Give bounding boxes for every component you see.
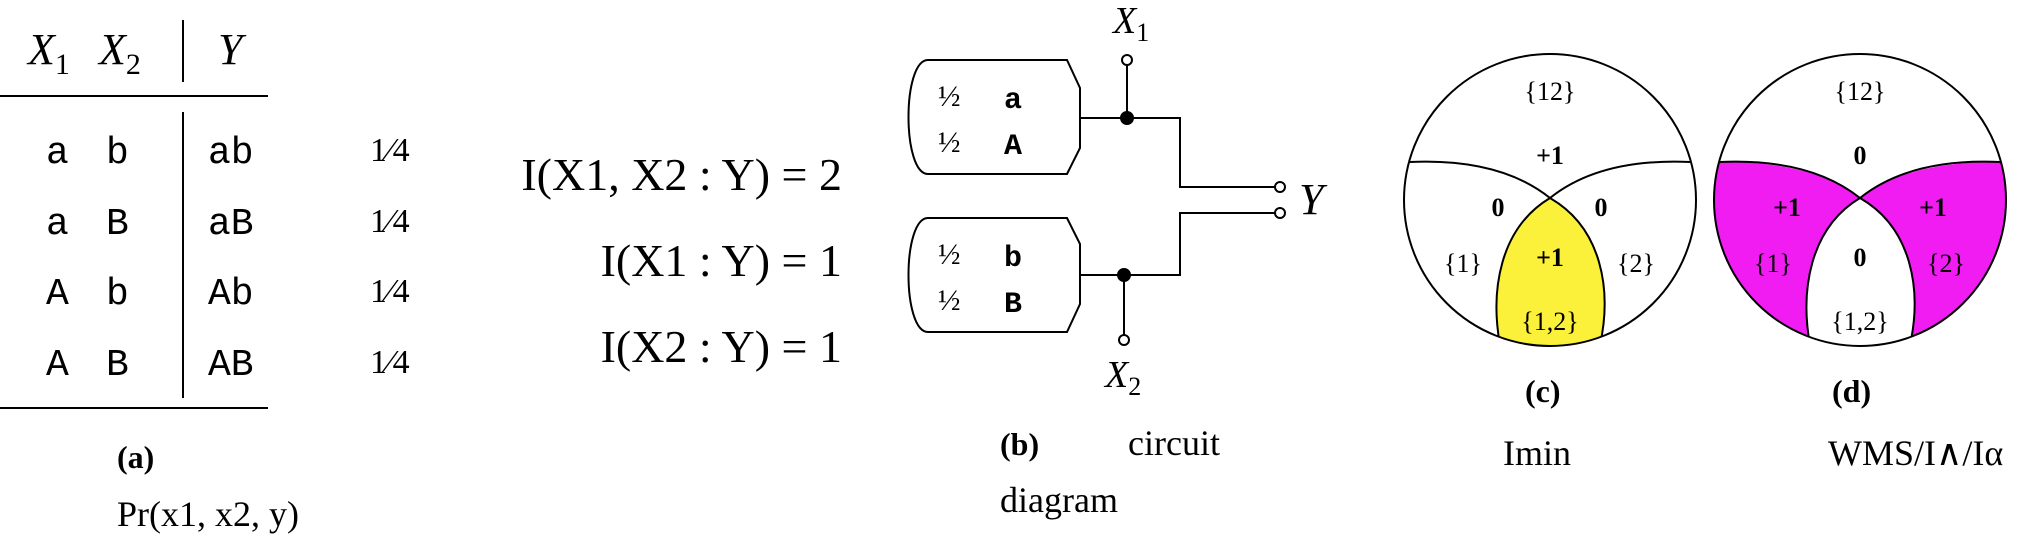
cell-probability: 1⁄4 xyxy=(370,273,410,310)
region-bottom-value: 0 xyxy=(1854,243,1867,272)
table-row: A B AB 1⁄4 xyxy=(46,344,410,387)
region-left-value: +1 xyxy=(1773,193,1801,222)
region-bottom-label: {1,2} xyxy=(1521,307,1578,336)
circuit-labels: ½ a ½ A ½ b ½ B X1 X2 Y (b) circuit diag… xyxy=(938,0,1328,520)
region-right-value: 0 xyxy=(1595,193,1608,222)
region-left-label: {1} xyxy=(1444,249,1482,278)
caption-d-text: WMS/I∧/Iα xyxy=(1828,433,2003,473)
diagram-wms: {12} 0 +1 +1 {1} {2} 0 {1,2} (d) WMS/I∧/… xyxy=(1713,53,2007,473)
caption-a-text: Pr(x1, x2, y) xyxy=(117,494,299,534)
equation-x1: I(X1 : Y) = 1 xyxy=(601,235,842,286)
region-bottom-fill xyxy=(1496,198,1605,345)
region-bottom-label: {1,2} xyxy=(1831,307,1888,336)
region-top-label: {12} xyxy=(1525,77,1576,106)
cell-x1: A xyxy=(46,344,69,387)
label-y: Y xyxy=(1299,175,1328,224)
cell-y: Ab xyxy=(208,273,254,316)
cell-x2: B xyxy=(106,344,129,387)
left-boundary xyxy=(1805,197,1861,346)
region-top-value: 0 xyxy=(1854,141,1867,170)
cell-x2: b xyxy=(106,273,129,316)
region-bottom-value: +1 xyxy=(1536,243,1564,272)
source2-symbol1: b xyxy=(1004,242,1022,276)
caption-b-text-2: diagram xyxy=(1000,480,1118,520)
cell-y: aB xyxy=(208,203,254,246)
table-row: a b ab 1⁄4 xyxy=(46,132,410,175)
source2-symbol2: B xyxy=(1004,288,1022,322)
cell-x1: a xyxy=(46,203,69,246)
caption-d-label: (d) xyxy=(1832,373,1871,409)
cell-probability: 1⁄4 xyxy=(370,203,410,240)
junction-bottom xyxy=(1117,268,1131,282)
caption-b-label: (b) xyxy=(1000,426,1039,462)
cell-y: AB xyxy=(208,344,254,387)
region-left-value: 0 xyxy=(1492,193,1505,222)
circuit-diagram xyxy=(907,54,1286,346)
table-row: A b Ab 1⁄4 xyxy=(46,273,410,316)
cell-x1: A xyxy=(46,273,69,316)
outer-circle xyxy=(1403,53,1697,347)
cell-x2: b xyxy=(106,132,129,175)
region-left-label: {1} xyxy=(1754,249,1792,278)
region-right-value: +1 xyxy=(1919,193,1947,222)
label-x2: X2 xyxy=(1103,354,1141,401)
terminal-x2 xyxy=(1118,334,1130,346)
terminal-y-top xyxy=(1274,181,1286,193)
caption-c-text: Imin xyxy=(1503,433,1571,473)
left-boundary xyxy=(1495,197,1551,346)
caption-a-label: (a) xyxy=(117,439,154,475)
region-top-value: +1 xyxy=(1536,141,1564,170)
source2-prob1: ½ xyxy=(938,238,961,271)
probability-table: X1 X2 Y a b ab 1⁄4 a B aB 1⁄4 A b Ab 1⁄4… xyxy=(0,20,410,534)
mutual-information-equations: I(X1, X2 : Y) = 2 I(X1 : Y) = 1 I(X2 : Y… xyxy=(521,149,842,372)
cell-probability: 1⁄4 xyxy=(370,344,410,381)
source1-prob1: ½ xyxy=(938,80,961,113)
header-y: Y xyxy=(218,25,247,74)
header-x1: X1 xyxy=(26,25,70,81)
cell-x1: a xyxy=(46,132,69,175)
caption-b-text-1: circuit xyxy=(1128,423,1220,463)
header-x2: X2 xyxy=(97,25,141,81)
source-box-2 xyxy=(907,217,1081,333)
junction-top xyxy=(1120,111,1134,125)
diagram-imin: {12} +1 0 0 {1} {2} +1 {1,2} (c) Imin xyxy=(1403,53,1697,473)
cell-y: ab xyxy=(208,132,254,175)
wire-top xyxy=(1080,117,1280,188)
terminal-y-bottom xyxy=(1274,207,1286,219)
table-row: a B aB 1⁄4 xyxy=(46,203,410,246)
terminal-x1 xyxy=(1121,54,1133,66)
wire-bottom xyxy=(1080,212,1280,276)
source1-symbol2: A xyxy=(1004,130,1022,164)
region-right-label: {2} xyxy=(1927,249,1965,278)
equation-joint: I(X1, X2 : Y) = 2 xyxy=(521,149,842,200)
label-x1: X1 xyxy=(1111,0,1149,47)
source-box-1 xyxy=(907,59,1081,175)
source1-prob2: ½ xyxy=(938,126,961,159)
region-right-label: {2} xyxy=(1617,249,1655,278)
right-boundary xyxy=(1549,197,1606,346)
cell-x2: B xyxy=(106,203,129,246)
outer-circle xyxy=(1713,53,2007,347)
cell-probability: 1⁄4 xyxy=(370,132,410,169)
region-top-label: {12} xyxy=(1835,77,1886,106)
right-boundary xyxy=(1859,197,1916,346)
source2-prob2: ½ xyxy=(938,284,961,317)
source1-symbol1: a xyxy=(1004,84,1022,118)
equation-x2: I(X2 : Y) = 1 xyxy=(601,321,842,372)
caption-c-label: (c) xyxy=(1525,373,1561,409)
